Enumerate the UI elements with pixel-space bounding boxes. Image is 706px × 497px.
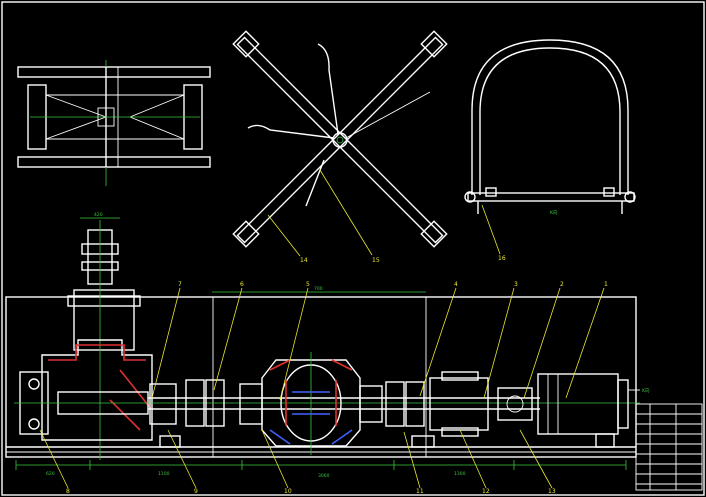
dim-5: 420 [94,212,103,218]
callout-8: 8 [66,488,70,495]
title-block [635,403,703,491]
callout-4: 4 [454,281,458,288]
callout-7: 7 [178,281,182,288]
callout-1: 1 [604,281,608,288]
dim-total: 3060 [318,473,330,479]
frame-plan-view [17,60,211,186]
callout-16: 16 [498,255,506,262]
main-elevation [5,217,640,489]
dim-3: 700 [314,286,323,292]
callout-15: 15 [372,257,380,264]
callout-5: 5 [306,281,310,288]
dim-4: 1300 [454,471,466,477]
callout-13: 13 [548,488,556,495]
callout-9: 9 [194,488,198,495]
arch-k-view [464,39,636,255]
cross-frame-view [232,30,448,257]
k-view-label-top: K向 [550,209,558,216]
callout-12: 12 [482,488,490,495]
callout-2: 2 [560,281,564,288]
callout-10: 10 [284,488,292,495]
callout-6: 6 [240,281,244,288]
dim-2: 1100 [158,471,170,477]
callout-11: 11 [416,488,424,495]
dim-1: 620 [46,471,55,477]
callout-3: 3 [514,281,518,288]
k-view-label-side: K向 [642,387,650,394]
callout-14: 14 [300,257,308,264]
